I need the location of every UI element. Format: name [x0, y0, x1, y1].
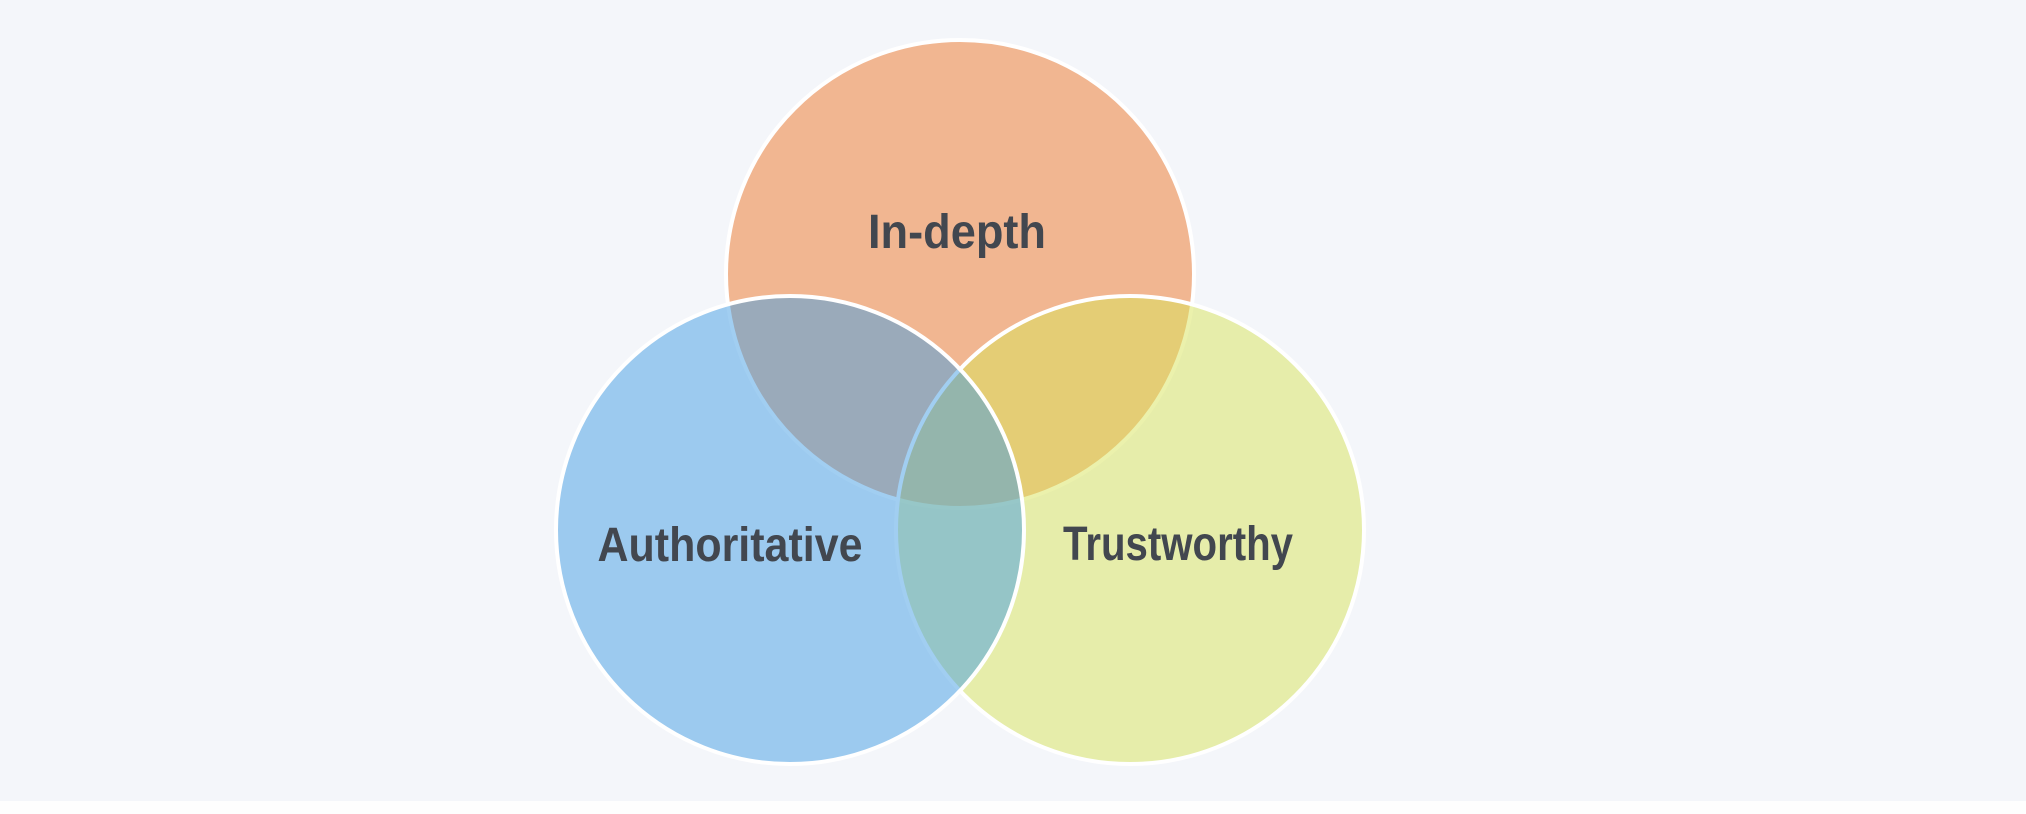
venn-label-trustworthy: Trustworthy: [1063, 518, 1293, 571]
bottom-strip: [0, 801, 2026, 814]
venn-label-authoritative: Authoritative: [598, 519, 863, 572]
venn-label-in-depth: In-depth: [868, 206, 1046, 259]
venn-circle-authoritative: [554, 294, 1026, 766]
